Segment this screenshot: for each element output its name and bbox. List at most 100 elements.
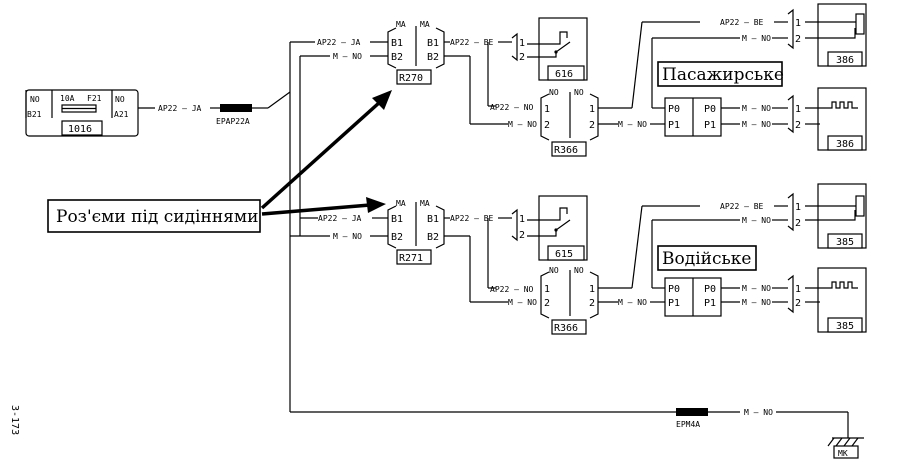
svg-text:B1: B1 (391, 38, 403, 49)
svg-text:1: 1 (795, 18, 801, 29)
r270-label: R270 (399, 73, 423, 84)
r366-lower-label: R366 (554, 323, 578, 334)
svg-text:NO: NO (549, 266, 559, 275)
svg-text:M — NO: M — NO (508, 120, 537, 129)
connector-r270: MA MA B1 B2 B1 B2 R270 (387, 20, 445, 85)
svg-text:P1: P1 (704, 120, 716, 131)
r270-ma-left: MA (396, 20, 406, 29)
ground-label: MK (838, 449, 848, 458)
fuse-wire-out: NO (115, 95, 125, 104)
svg-text:1: 1 (795, 104, 801, 115)
seat-switch-615: 1 2 615 (511, 195, 588, 261)
fuse-block-1016: NO B21 10A F21 NO A21 1016 (25, 89, 139, 137)
svg-text:MA: MA (420, 199, 430, 208)
splice-epm4a (676, 408, 708, 416)
r366-upper-label: R366 (554, 145, 578, 156)
svg-text:P1: P1 (668, 120, 680, 131)
svg-text:AP22 — BE: AP22 — BE (720, 18, 764, 27)
svg-text:MA: MA (396, 199, 406, 208)
svg-text:1: 1 (795, 202, 801, 213)
svg-text:AP22 — NO: AP22 — NO (490, 285, 534, 294)
svg-text:2: 2 (519, 52, 525, 63)
svg-text:1: 1 (519, 38, 525, 49)
svg-text:M — NO: M — NO (333, 232, 362, 241)
seat-heater-386: 1 2 386 (787, 87, 867, 151)
heater-386-label: 386 (836, 139, 854, 150)
switch-616-label: 616 (555, 69, 573, 80)
fuse-code: F21 (87, 94, 102, 103)
wire-m-no-top: M — NO (333, 52, 362, 61)
fuse-pin-in: B21 (27, 110, 42, 119)
svg-text:AP22 — NO: AP22 — NO (490, 103, 534, 112)
svg-text:2: 2 (544, 120, 550, 131)
svg-text:B1: B1 (427, 38, 439, 49)
connector-r366-lower: NO NO 1 2 1 2 R366 (540, 266, 599, 335)
seat-sensor-386-top: 1 2 386 (787, 3, 867, 67)
r271-label: R271 (399, 253, 423, 264)
callout-box (47, 199, 261, 233)
driver-label-box (657, 245, 757, 271)
sensor-386-label: 386 (836, 55, 854, 66)
svg-text:AP22 — JA: AP22 — JA (318, 214, 362, 223)
fuse-id: 1016 (68, 124, 92, 135)
ground-icon: MK (827, 437, 864, 459)
svg-text:M — NO: M — NO (508, 298, 537, 307)
passenger-label: Пасажирське (662, 65, 784, 85)
svg-text:2: 2 (544, 298, 550, 309)
fuse-wire-in: NO (30, 95, 40, 104)
svg-text:P1: P1 (668, 298, 680, 309)
svg-text:NO: NO (574, 266, 584, 275)
svg-text:2: 2 (795, 298, 801, 309)
svg-text:AP22 — BE: AP22 — BE (720, 202, 764, 211)
svg-text:B2: B2 (391, 232, 403, 243)
svg-text:M — NO: M — NO (618, 120, 647, 129)
fuse-pin-out: A21 (114, 110, 129, 119)
svg-text:B2: B2 (427, 52, 439, 63)
seat-heater-385: 1 2 385 (787, 267, 867, 333)
sensor-385-label: 385 (836, 237, 854, 248)
fuse-rating: 10A (60, 94, 75, 103)
svg-text:P0: P0 (704, 284, 716, 295)
driver-label: Водійське (662, 249, 751, 269)
heater-385-label: 385 (836, 321, 854, 332)
svg-text:P1: P1 (704, 298, 716, 309)
svg-text:NO: NO (549, 88, 559, 97)
splice-top-label: EPAP22A (216, 117, 250, 126)
svg-text:NO: NO (574, 88, 584, 97)
svg-text:B2: B2 (427, 232, 439, 243)
connector-r366-upper: NO NO 1 2 1 2 R366 (540, 88, 599, 157)
svg-text:1: 1 (795, 284, 801, 295)
splice-bottom-label: EPM4A (676, 420, 700, 429)
svg-text:AP22 — BE: AP22 — BE (450, 214, 494, 223)
svg-text:M — NO: M — NO (742, 298, 771, 307)
svg-text:P0: P0 (668, 104, 680, 115)
page-number: 3-173 (9, 405, 20, 435)
seat-sensor-385-top: 1 2 385 (787, 183, 867, 249)
passenger-label-box (657, 61, 783, 87)
svg-text:1: 1 (589, 284, 595, 295)
svg-text:2: 2 (795, 120, 801, 131)
callout-text: Роз'єми під сидіннями (56, 207, 258, 227)
svg-text:M — NO: M — NO (742, 216, 771, 225)
svg-text:1: 1 (544, 284, 550, 295)
svg-text:M — NO: M — NO (742, 34, 771, 43)
switch-615-label: 615 (555, 249, 573, 260)
seat-heater-relay-lower: P0 P1 P0 P1 (664, 277, 722, 317)
svg-text:B1: B1 (427, 214, 439, 225)
svg-text:2: 2 (589, 298, 595, 309)
seat-heater-relay-upper: P0 P1 P0 P1 (664, 97, 722, 137)
splice-epap22a (220, 104, 252, 112)
svg-text:B2: B2 (391, 52, 403, 63)
svg-text:1: 1 (544, 104, 550, 115)
svg-text:1: 1 (589, 104, 595, 115)
svg-text:2: 2 (589, 120, 595, 131)
svg-text:M — NO: M — NO (742, 284, 771, 293)
wire-feed-label: AP22 — JA (158, 104, 202, 113)
connector-r271: MA MA B1 B2 B1 B2 R271 (387, 199, 445, 265)
svg-text:2: 2 (519, 230, 525, 241)
svg-text:2: 2 (795, 34, 801, 45)
svg-text:M — NO: M — NO (744, 408, 773, 417)
svg-text:1: 1 (519, 214, 525, 225)
